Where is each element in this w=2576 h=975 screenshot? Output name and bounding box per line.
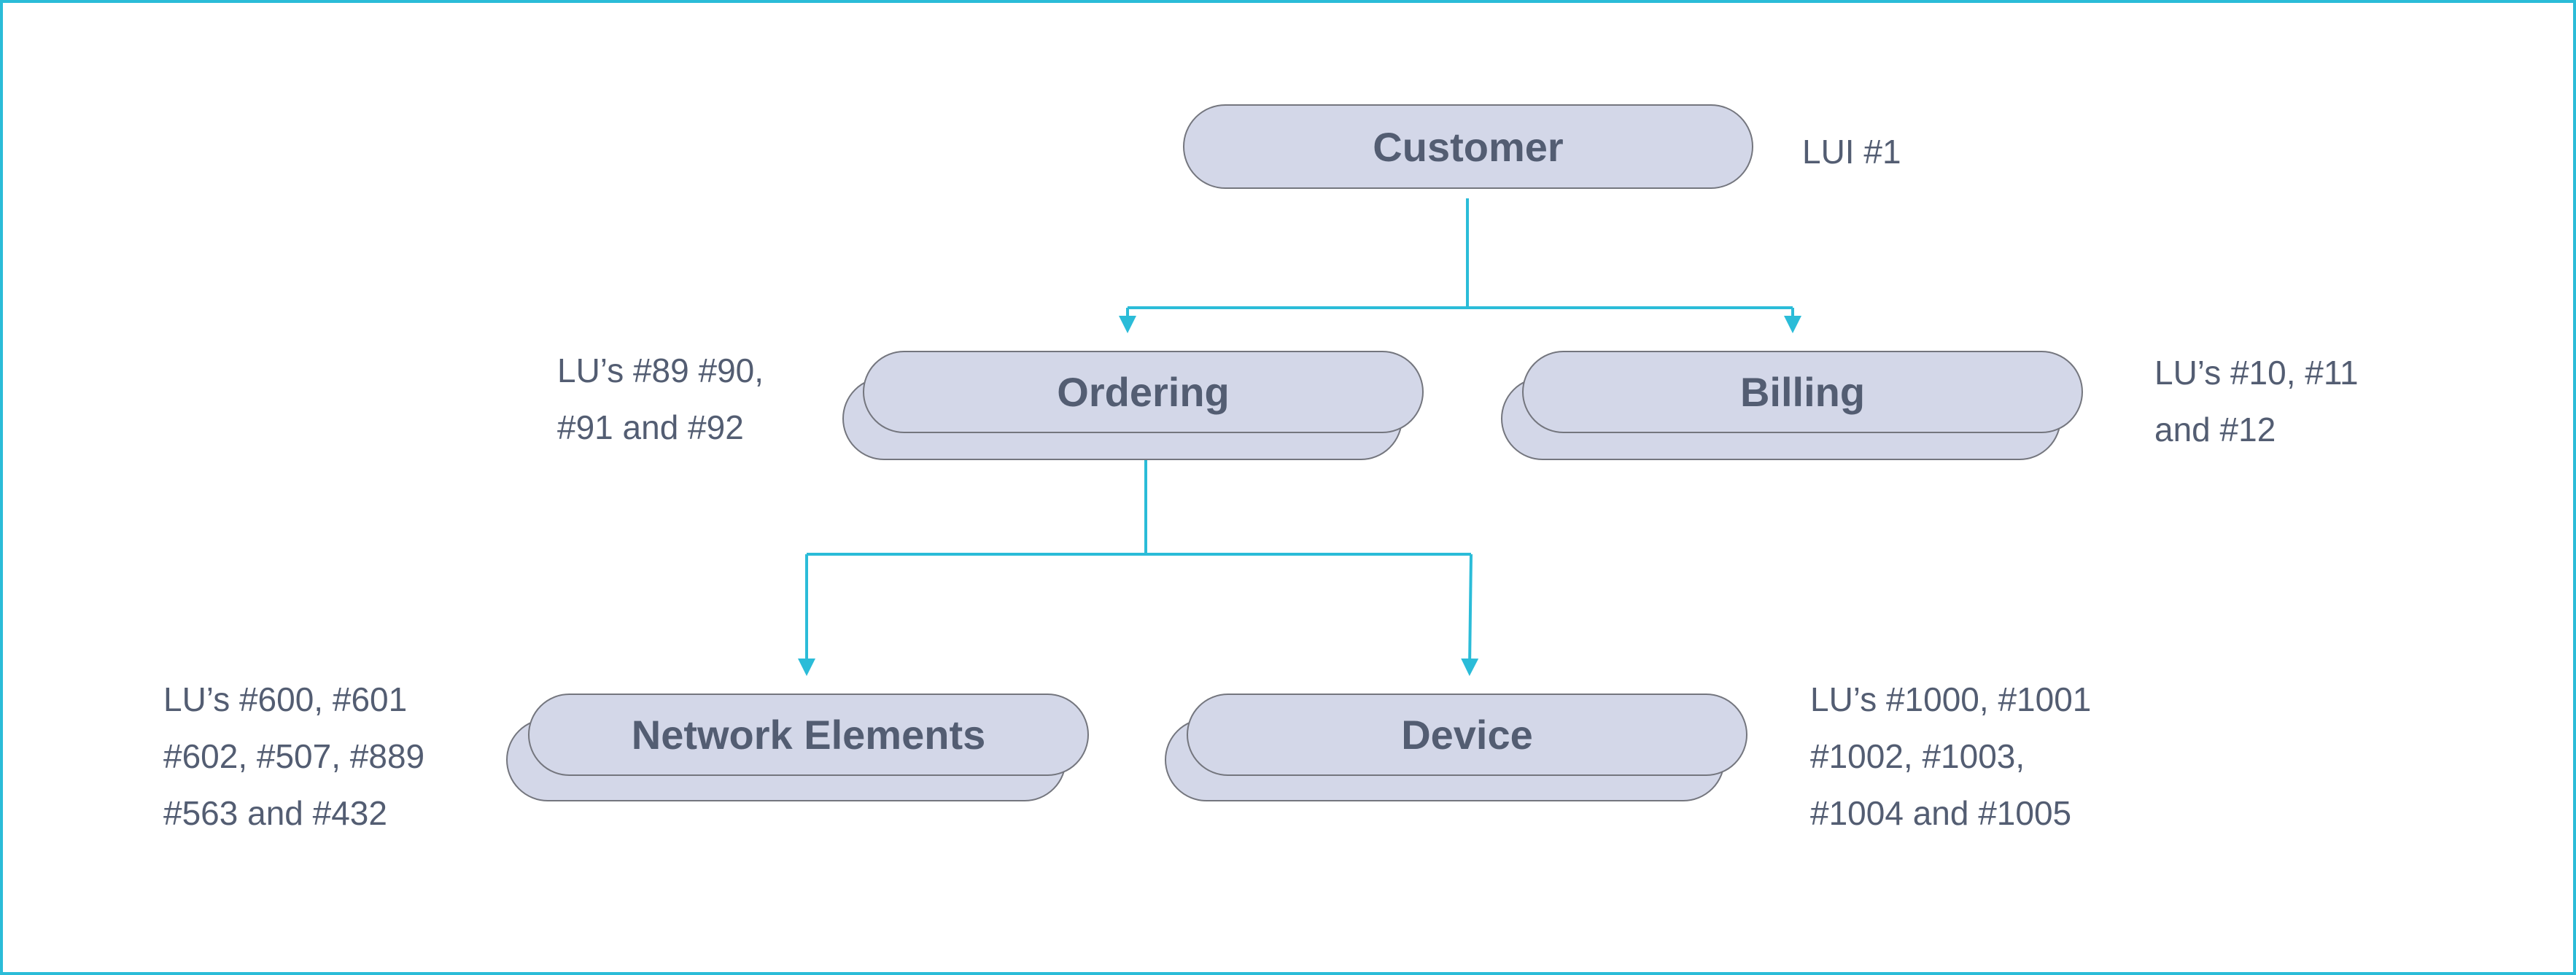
device-label: Device bbox=[1401, 712, 1533, 758]
network-elements-note: LU’s #600, #601 #602, #507, #889 #563 an… bbox=[163, 671, 424, 842]
network-elements-note-line: LU’s #600, #601 bbox=[163, 680, 408, 718]
network-elements-node: Network Elements bbox=[528, 694, 1089, 776]
billing-note-line: LU’s #10, #11 bbox=[2154, 354, 2359, 392]
ordering-note: LU’s #89 #90, #91 and #92 bbox=[557, 342, 764, 456]
network-elements-label: Network Elements bbox=[631, 712, 986, 758]
ordering-note-line: #91 and #92 bbox=[557, 408, 744, 446]
device-node: Device bbox=[1187, 694, 1747, 776]
network-elements-note-line: #602, #507, #889 bbox=[163, 737, 425, 775]
device-note: LU’s #1000, #1001 #1002, #1003, #1004 an… bbox=[1810, 671, 2091, 842]
billing-node: Billing bbox=[1522, 351, 2083, 433]
customer-note-line: LUI #1 bbox=[1802, 133, 1901, 171]
billing-label: Billing bbox=[1739, 369, 1866, 415]
billing-note-line: and #12 bbox=[2154, 411, 2276, 448]
ordering-node: Ordering bbox=[863, 351, 1424, 433]
device-note-line: #1004 and #1005 bbox=[1810, 794, 2072, 832]
ordering-note-line: LU’s #89 #90, bbox=[557, 351, 764, 389]
device-note-line: LU’s #1000, #1001 bbox=[1810, 680, 2092, 718]
device-note-line: #1002, #1003, bbox=[1810, 737, 2025, 775]
customer-note: LUI #1 bbox=[1802, 123, 1901, 180]
customer-label: Customer bbox=[1373, 123, 1564, 170]
network-elements-note-line: #563 and #432 bbox=[163, 794, 387, 832]
arrow-to-device bbox=[1461, 553, 1479, 676]
ordering-label: Ordering bbox=[1057, 369, 1230, 415]
customer-node: Customer bbox=[1183, 104, 1753, 189]
billing-note: LU’s #10, #11 and #12 bbox=[2154, 344, 2359, 458]
